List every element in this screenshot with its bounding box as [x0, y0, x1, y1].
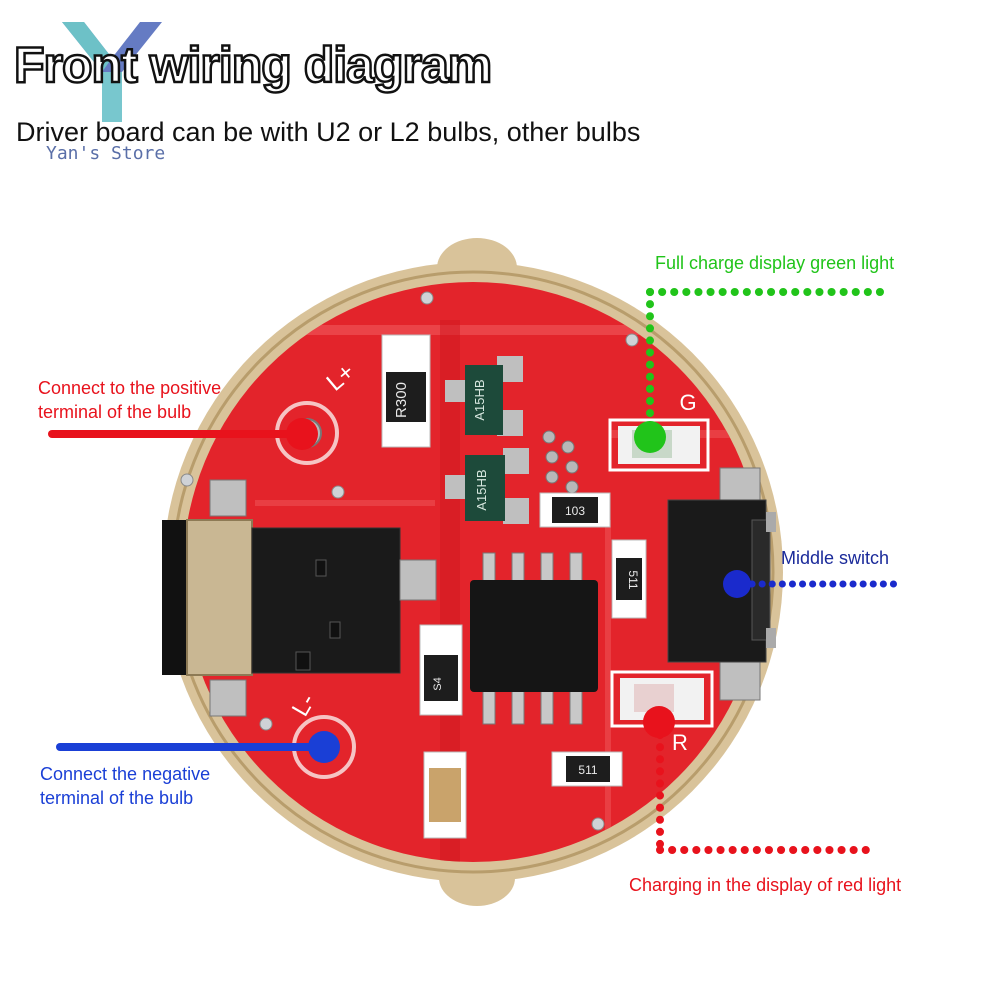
- store-logo-icon: [62, 22, 162, 122]
- r-label: R: [672, 730, 688, 755]
- green-marker-dot: [634, 421, 666, 453]
- store-watermark: Yan's Store: [46, 143, 166, 164]
- green-light-annotation: Full charge display green light: [655, 253, 895, 273]
- smd-511-a-label: 511: [626, 570, 640, 589]
- transistor-2-label: A15HB: [474, 469, 489, 510]
- s4-label: S4: [432, 677, 444, 690]
- transistor-1-label: A15HB: [472, 379, 487, 420]
- pcb: R300 A15HB A15HB 103: [162, 282, 776, 862]
- g-label: G: [679, 390, 696, 415]
- middle-switch-annotation: Middle switch: [781, 548, 890, 568]
- red-marker-dot: [643, 706, 675, 738]
- smd-103-label: 103: [565, 504, 585, 518]
- page-subtitle: Driver board can be with U2 or L2 bulbs,…: [16, 117, 641, 147]
- positive-terminal-annotation: Connect to the positive terminal of the …: [38, 378, 222, 422]
- switch-marker-dot: [723, 570, 751, 598]
- red-light-annotation: Charging in the display of red light: [629, 875, 902, 895]
- page-title: Front wiring diagram: [13, 36, 494, 95]
- smd-511-b-label: 511: [578, 763, 597, 777]
- resistor-label: R300: [393, 382, 410, 418]
- positive-marker-dot: [286, 418, 318, 450]
- negative-terminal-annotation: Connect the negative terminal of the bul…: [40, 764, 211, 808]
- negative-marker-dot: [308, 731, 340, 763]
